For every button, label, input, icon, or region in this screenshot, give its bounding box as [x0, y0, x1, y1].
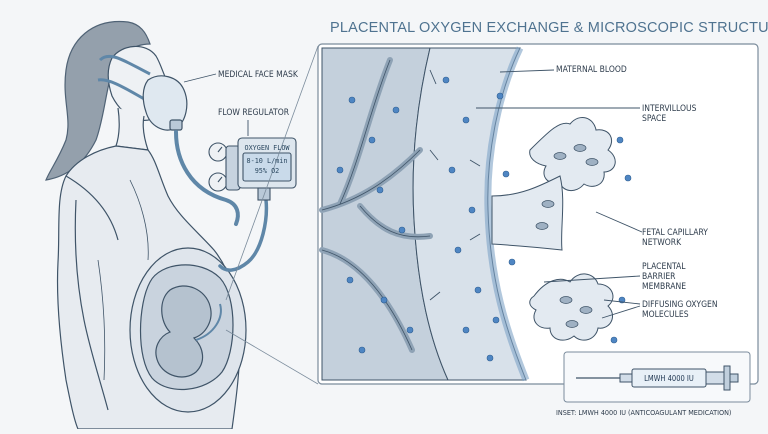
umbilical-cord [195, 303, 222, 341]
zoom-lines [225, 45, 319, 385]
barrier-membrane [484, 46, 530, 382]
arm [74, 199, 109, 411]
leader-lines-right [476, 69, 643, 319]
label-flow-regulator: FLOW REGULATOR [218, 108, 290, 118]
flow-display-screen [242, 152, 292, 182]
mask-valve [169, 119, 183, 131]
placenta-section [319, 46, 632, 382]
sleeve [65, 175, 119, 241]
flow-arrows [429, 69, 481, 301]
villus-stem [491, 175, 564, 251]
leader-lines-left [183, 73, 249, 136]
oxygen-molecules [336, 76, 632, 362]
label-placental-barrier-membrane: PLACENTAL BARRIER MEMBRANE [642, 262, 687, 292]
mask-strap [98, 54, 151, 76]
inset-caption: INSET: LMWH 4000 IU (ANTICOAGULANT MEDIC… [556, 408, 732, 417]
flow-regulator [208, 137, 297, 201]
syringe-icon [576, 365, 739, 391]
fetus [155, 285, 212, 378]
oxygen-flow-readout: OXYGEN FLOW 8-10 L/min 95% O2 [240, 143, 294, 181]
mask-strap-lower [97, 78, 147, 102]
face-mask [97, 54, 188, 131]
label-fetal-capillary-network: FETAL CAPILLARY NETWORK [642, 228, 708, 248]
flow-display-concentration: 95% O2 [254, 167, 280, 175]
diagram-title: PLACENTAL OXYGEN EXCHANGE & MICROSCOPIC … [330, 20, 768, 36]
label-diffusing-oxygen-molecules: DIFFUSING OXYGEN MOLECULES [642, 300, 718, 320]
syringe-inset [563, 351, 751, 403]
label-maternal-blood: MATERNAL BLOOD [556, 65, 627, 75]
pregnant-woman-figure [45, 20, 247, 430]
chorionic-villi [491, 116, 616, 341]
oxygen-tubing [174, 130, 269, 272]
flow-display-title: OXYGEN FLOW [244, 144, 290, 152]
villus-lower [529, 273, 614, 341]
fetal-capillaries [535, 144, 599, 328]
label-medical-face-mask: MEDICAL FACE MASK [218, 70, 298, 80]
flow-display-rate: 8-10 L/min [246, 157, 288, 165]
syringe-dose-label: LMWH 4000 IU [644, 374, 694, 383]
villus-upper [529, 116, 616, 191]
label-intervillous-space: INTERVILLOUS SPACE [642, 104, 697, 124]
